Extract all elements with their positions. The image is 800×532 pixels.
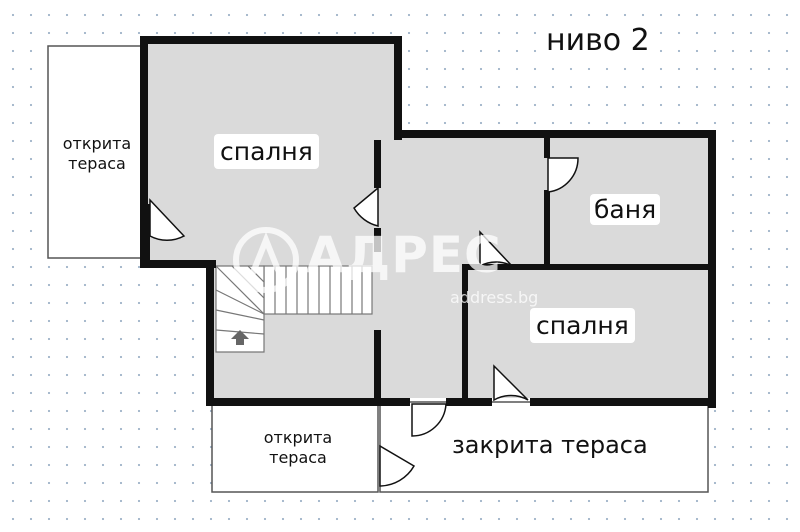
door-hall (479, 230, 513, 268)
room-label-bathroom: баня (590, 194, 661, 226)
room-label-open-terrace-left: открита тераса (56, 132, 138, 176)
room-label-bedroom-right: спалня (530, 308, 635, 344)
staircase (215, 265, 373, 353)
door-bedroom-right (493, 364, 529, 402)
door-closed-terrace (411, 403, 447, 437)
watermark-brand: АДРЕС (306, 226, 502, 284)
door-bathroom (547, 157, 579, 193)
watermark-site: address.bg (450, 288, 539, 307)
walls (140, 36, 716, 408)
room-label-open-terrace-bottom: открита тераса (246, 426, 350, 470)
up-arrow-icon (231, 330, 249, 345)
door-open-terrace (379, 444, 416, 487)
room-label-bedroom-top: спалня (214, 134, 319, 170)
door-corridor (353, 186, 379, 227)
room-label-closed-terrace: закрита тераса (446, 428, 654, 462)
door-bedroom-top (149, 198, 186, 242)
watermark-logo (233, 227, 299, 293)
level-label: ниво 2 (538, 20, 658, 62)
doors (149, 157, 579, 487)
